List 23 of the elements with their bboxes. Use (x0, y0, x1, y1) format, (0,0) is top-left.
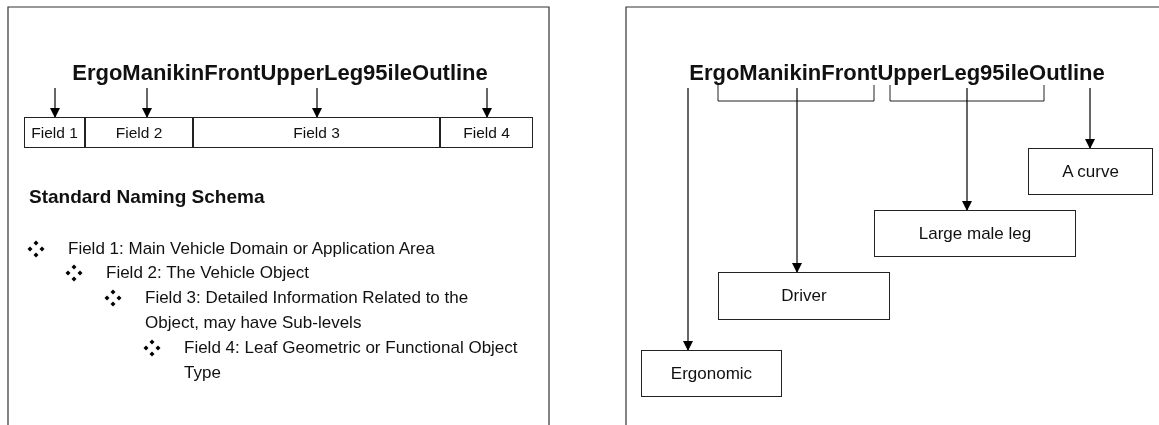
name-string: ErgoManikinFrontUpperLeg95ileOutline (30, 58, 530, 88)
bullet-text: Field 4: Leaf Geometric or Functional Object Type (184, 337, 519, 384)
arrow (50, 87, 60, 118)
bullet-text: Field 3: Detailed Information Related to the Object, may have Sub-levels (145, 287, 470, 334)
arrow (683, 87, 693, 351)
meaning-box: A curve (1028, 148, 1153, 195)
arrow (142, 87, 152, 118)
field-cell: Field 3 (193, 117, 440, 148)
name-string: ErgoManikinFrontUpperLeg95ileOutline (650, 58, 1144, 88)
field-cell: Field 1 (24, 117, 85, 148)
arrow (312, 87, 322, 118)
heading: Standard Naming Schema (29, 185, 266, 209)
field-cell: Field 2 (85, 117, 193, 148)
arrow (962, 87, 972, 211)
meaning-box: Driver (718, 272, 890, 320)
arrow (792, 87, 802, 273)
arrow (1085, 87, 1095, 149)
arrow (482, 87, 492, 118)
field-cell: Field 4 (440, 117, 533, 148)
bullet-text: Field 2: The Vehicle Object (106, 262, 310, 284)
meaning-box: Ergonomic (641, 350, 782, 397)
bullet-text: Field 1: Main Vehicle Domain or Application Area (68, 238, 436, 260)
meaning-box: Large male leg (874, 210, 1076, 257)
